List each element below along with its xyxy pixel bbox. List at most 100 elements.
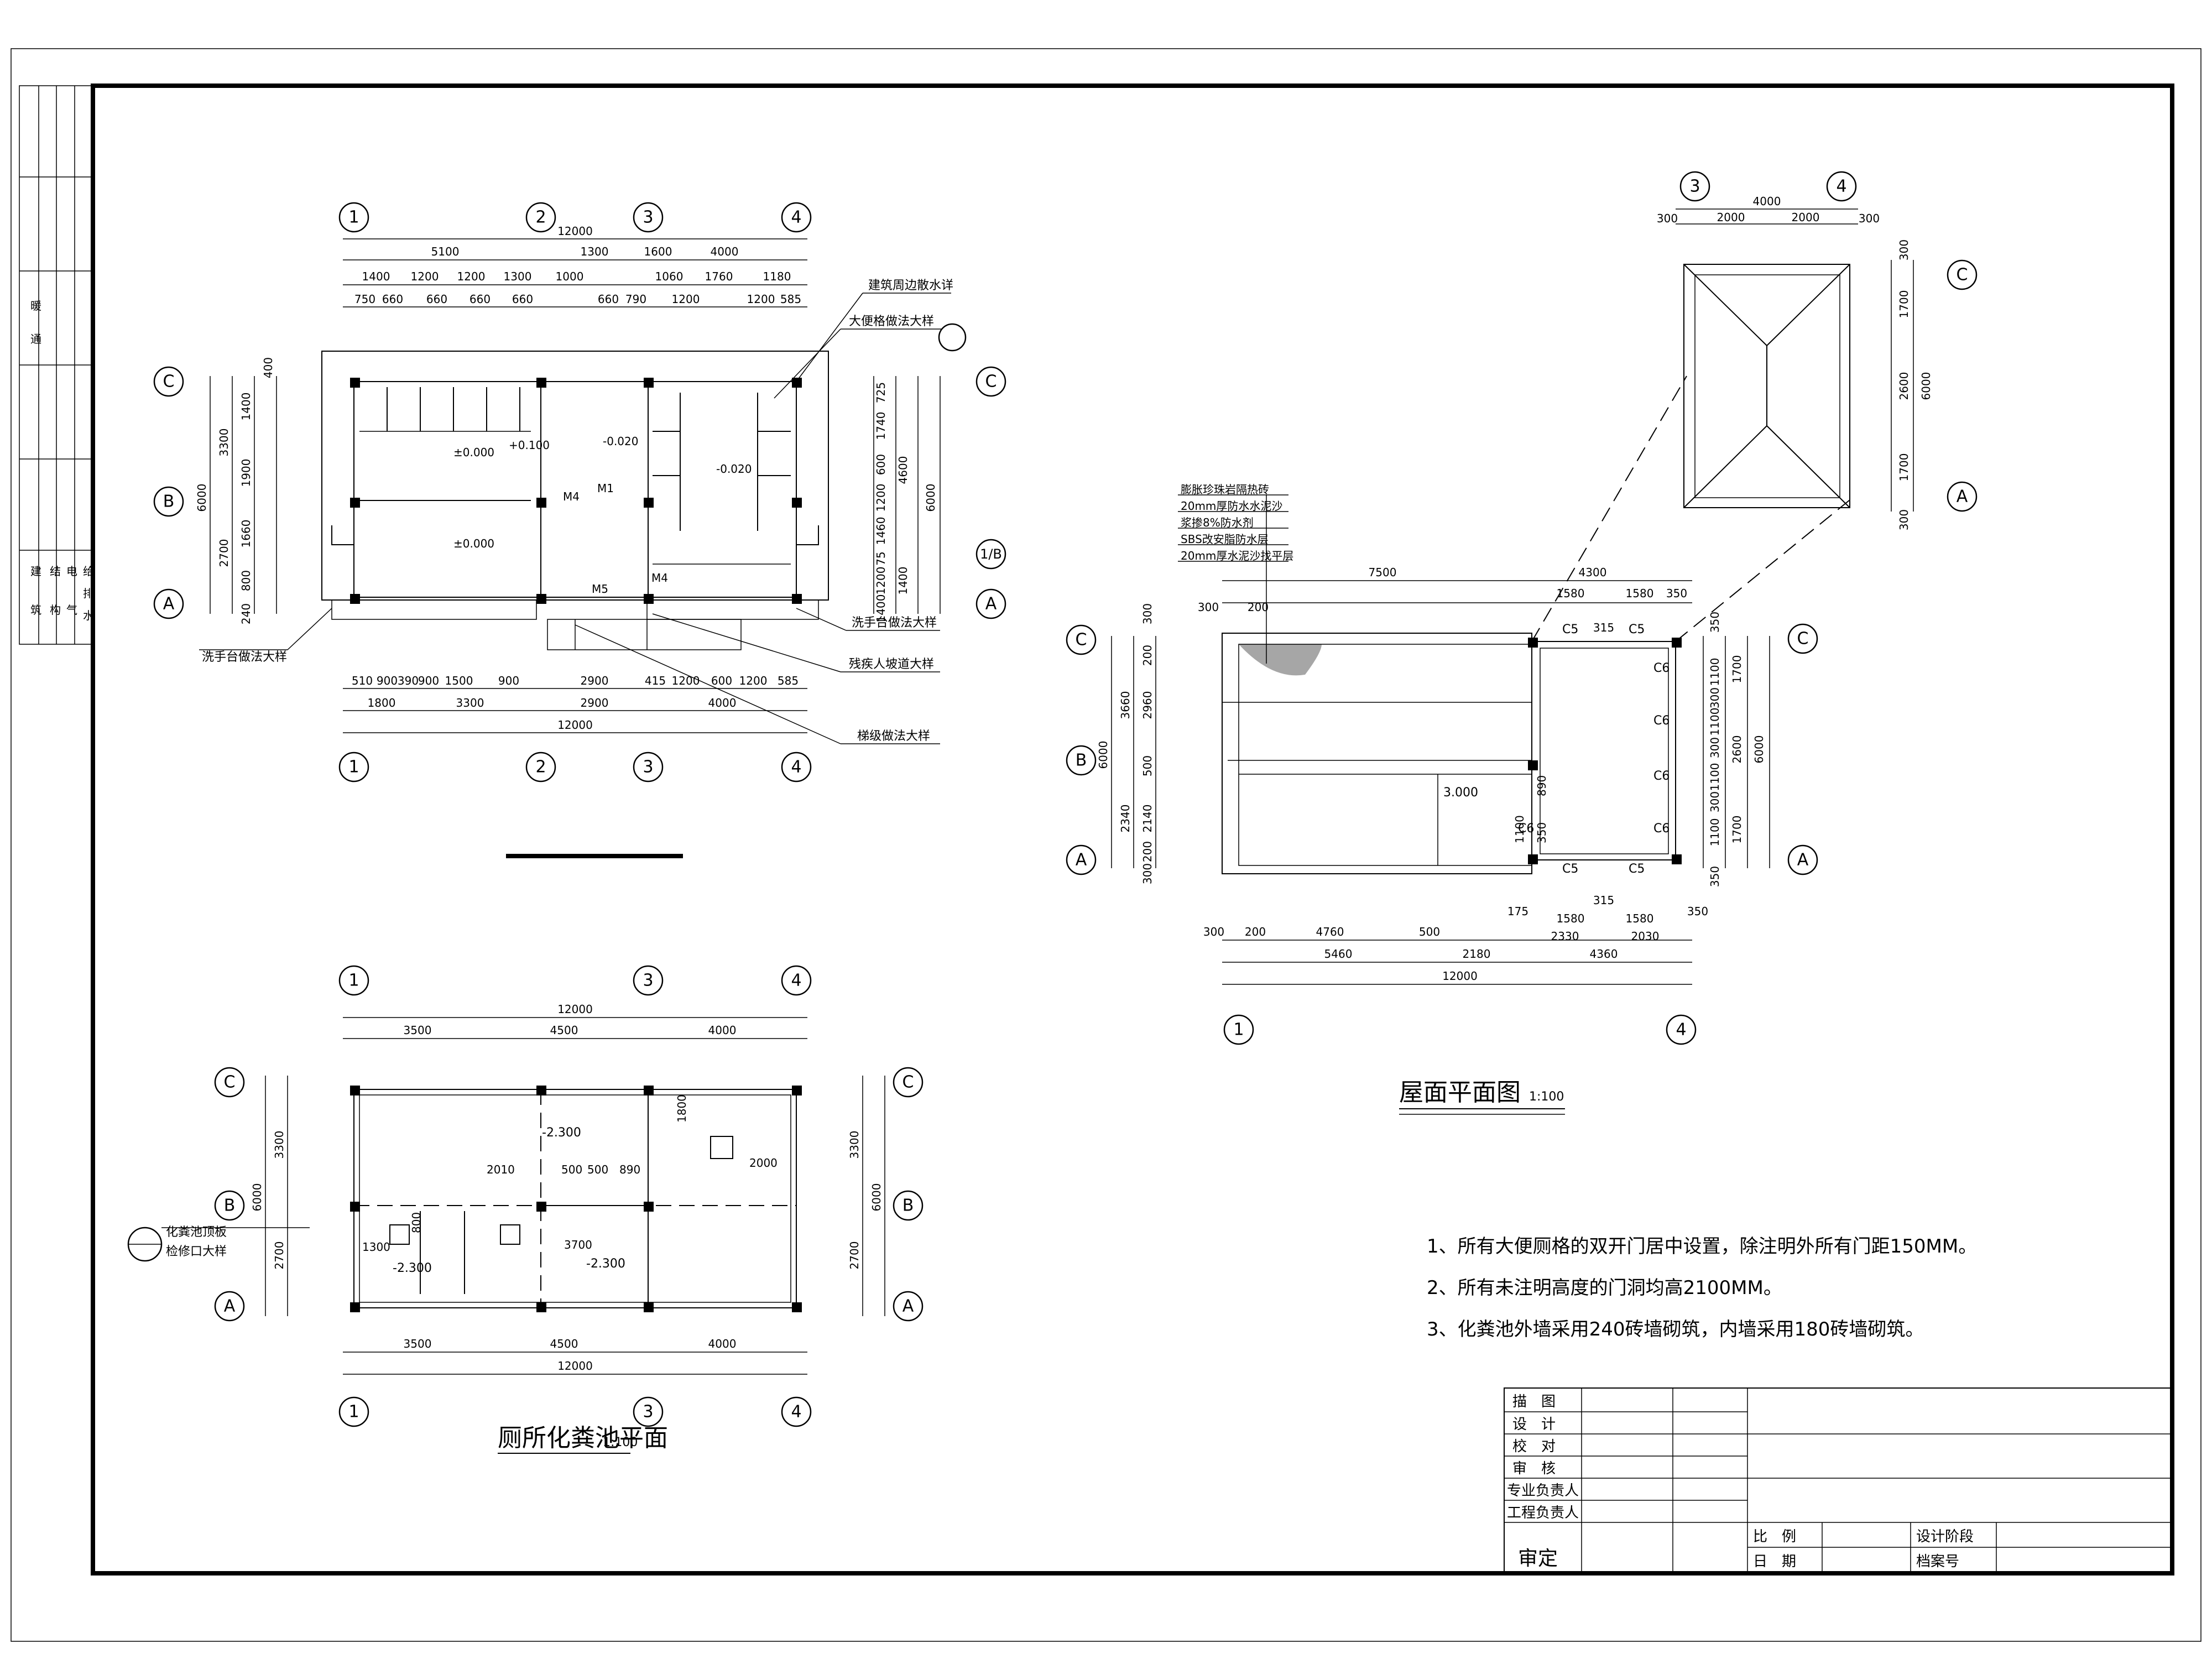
axis-label: 1 bbox=[348, 758, 359, 777]
dim: 2000 bbox=[1717, 211, 1745, 224]
title-block-label: 设计阶段 bbox=[1916, 1528, 1974, 1545]
dim: 1100 bbox=[1708, 818, 1721, 847]
window-label: C5 bbox=[1629, 862, 1645, 876]
callout-label: 洗手台做法大样 bbox=[202, 650, 287, 664]
callout-label: 建筑周边散水详 bbox=[868, 279, 953, 293]
level-label: -2.300 bbox=[393, 1261, 432, 1275]
drawing-frame bbox=[91, 84, 2174, 1575]
dim: 200 bbox=[1141, 841, 1154, 862]
dim: 200 bbox=[1245, 925, 1266, 938]
dim: 300 bbox=[1708, 687, 1721, 708]
strip-text: 水 bbox=[83, 609, 94, 622]
door-label: M4 bbox=[563, 490, 580, 503]
dim: 3300 bbox=[848, 1131, 861, 1159]
dim: 2010 bbox=[487, 1163, 515, 1176]
window-label: C6 bbox=[1653, 769, 1670, 783]
axis-bubble-1 bbox=[338, 202, 369, 233]
axis-label: A bbox=[902, 1297, 914, 1316]
dim: 1000 bbox=[556, 270, 584, 283]
inner-wall bbox=[353, 381, 797, 598]
axis-label: 3 bbox=[643, 758, 653, 777]
dim: 350 bbox=[1535, 822, 1548, 843]
dim: 1400 bbox=[874, 594, 888, 623]
dim: 1580 bbox=[1557, 587, 1585, 600]
axis-label: 1/B bbox=[980, 546, 1002, 562]
axis-label: A bbox=[1797, 851, 1809, 870]
axis-bubble-3 bbox=[633, 202, 664, 233]
dim: 6000 bbox=[195, 484, 208, 512]
dim: 400 bbox=[262, 357, 275, 378]
dim: 2600 bbox=[1897, 372, 1911, 400]
dim: 7500 bbox=[1369, 566, 1397, 579]
dim: 2900 bbox=[581, 696, 609, 709]
dim: 2000 bbox=[749, 1156, 778, 1170]
axis-label: C bbox=[985, 372, 997, 392]
dim: 725 bbox=[874, 382, 888, 403]
dim: 1400 bbox=[362, 270, 390, 283]
dim: 4500 bbox=[550, 1024, 578, 1037]
dim: 1100 bbox=[1513, 815, 1526, 843]
dim-total: 12000 bbox=[1442, 969, 1478, 983]
axis-label: B bbox=[163, 492, 175, 512]
dim: 4760 bbox=[1316, 925, 1344, 938]
dim-total: 12000 bbox=[557, 225, 593, 238]
dim: 4300 bbox=[1579, 566, 1607, 579]
dim: 1500 bbox=[445, 674, 473, 687]
axis-label: C bbox=[1957, 265, 1968, 285]
title-block-label: 审定 bbox=[1518, 1547, 1558, 1570]
dim: 800 bbox=[410, 1212, 423, 1233]
dim: 500 bbox=[561, 1163, 582, 1176]
dim: 1200 bbox=[739, 674, 768, 687]
dim: 3500 bbox=[404, 1024, 432, 1037]
dim: 890 bbox=[619, 1163, 640, 1176]
dim: 890 bbox=[1535, 775, 1548, 796]
dim: 1400 bbox=[239, 393, 253, 421]
dim: 4500 bbox=[550, 1337, 578, 1350]
window-label: C6 bbox=[1653, 714, 1670, 728]
dim: 790 bbox=[625, 293, 646, 306]
dim: 350 bbox=[1708, 612, 1721, 633]
title-block-label: 档案号 bbox=[1916, 1553, 1959, 1570]
dim: 415 bbox=[645, 674, 666, 687]
axis-label: 4 bbox=[1836, 177, 1846, 196]
dim: 75 bbox=[874, 551, 888, 565]
level-label: ±0.000 bbox=[453, 537, 494, 550]
door-label: M5 bbox=[592, 582, 608, 596]
dim: 1100 bbox=[1708, 708, 1721, 736]
roof-plan: C B A C A 1 4 7500 4300 300 200 1580 315… bbox=[1066, 375, 1853, 1115]
dim: 2030 bbox=[1631, 930, 1660, 943]
dim: 500 bbox=[1141, 755, 1154, 776]
dim: 2700 bbox=[848, 1241, 861, 1270]
dim: 585 bbox=[780, 293, 801, 306]
title-block-label: 专业负责人 bbox=[1507, 1483, 1579, 1499]
axis-label: B bbox=[1076, 751, 1087, 770]
axis-label: 3 bbox=[1689, 177, 1700, 196]
dim: 1700 bbox=[1897, 453, 1911, 482]
dim: 350 bbox=[1687, 905, 1708, 918]
dim: 2140 bbox=[1141, 805, 1154, 833]
dim: 5100 bbox=[431, 245, 460, 258]
dim: 1580 bbox=[1557, 912, 1585, 925]
dim: 660 bbox=[512, 293, 533, 306]
dim: 1580 bbox=[1626, 912, 1654, 925]
drawing-title: 厕所化粪池平面 bbox=[498, 1424, 668, 1452]
dim: 4000 bbox=[708, 1024, 737, 1037]
axis-label: C bbox=[224, 1073, 236, 1092]
window-label: C6 bbox=[1518, 822, 1534, 836]
level-label: -0.020 bbox=[716, 462, 752, 476]
level-label: -2.300 bbox=[586, 1257, 625, 1271]
dim: 600 bbox=[711, 674, 732, 687]
dim: 1200 bbox=[672, 674, 700, 687]
dim: 5460 bbox=[1324, 947, 1353, 961]
level-label: +0.100 bbox=[509, 439, 550, 452]
strip-text-tong: 通 bbox=[30, 332, 41, 346]
dim-total: 12000 bbox=[557, 1003, 593, 1016]
callout-label: 残疾人坡道大样 bbox=[849, 658, 934, 671]
title-block-label: 工程负责人 bbox=[1507, 1505, 1579, 1521]
dim: 2000 bbox=[1792, 211, 1820, 224]
strip-text: 建 bbox=[30, 565, 41, 578]
note-line: 1、所有大便厕格的双开门居中设置，除注明外所有门距150MM。 bbox=[1427, 1235, 1977, 1258]
axis-label: 4 bbox=[791, 758, 801, 777]
dim: 175 bbox=[1507, 905, 1528, 918]
